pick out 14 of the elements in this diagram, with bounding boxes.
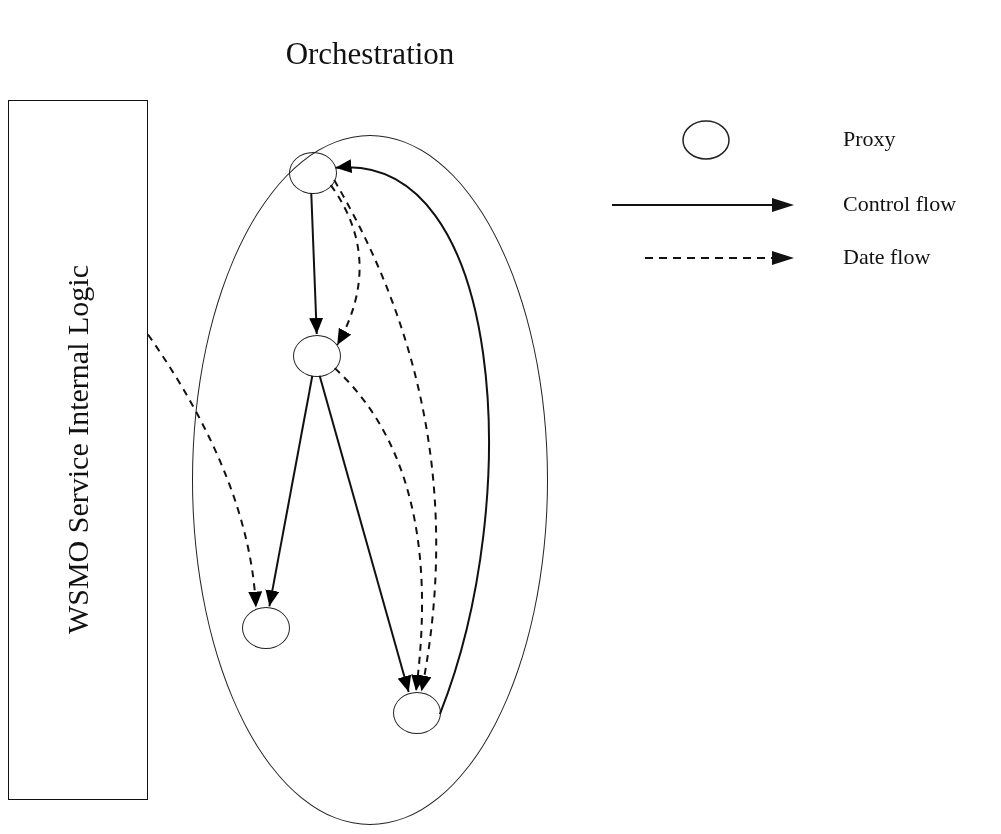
- data-flow-arrow: [333, 367, 425, 692]
- data-flow-arrow: [147, 333, 262, 609]
- control-flow-arrow: [334, 162, 490, 716]
- data-flow-arrow: [333, 179, 438, 693]
- legend-label: Date flow: [843, 244, 931, 270]
- data-flow-arrow: [329, 184, 361, 347]
- orchestration-heading: Orchestration: [284, 36, 456, 72]
- logic-box: [8, 100, 148, 800]
- box-label: WSMO Service Internal Logic: [61, 265, 95, 635]
- control-flow-arrow: [309, 192, 324, 335]
- control-flow-arrow: [265, 374, 314, 608]
- control-flow-arrow: [318, 374, 412, 693]
- legend-label: Control flow: [843, 191, 957, 217]
- legend-label: Proxy: [843, 126, 896, 152]
